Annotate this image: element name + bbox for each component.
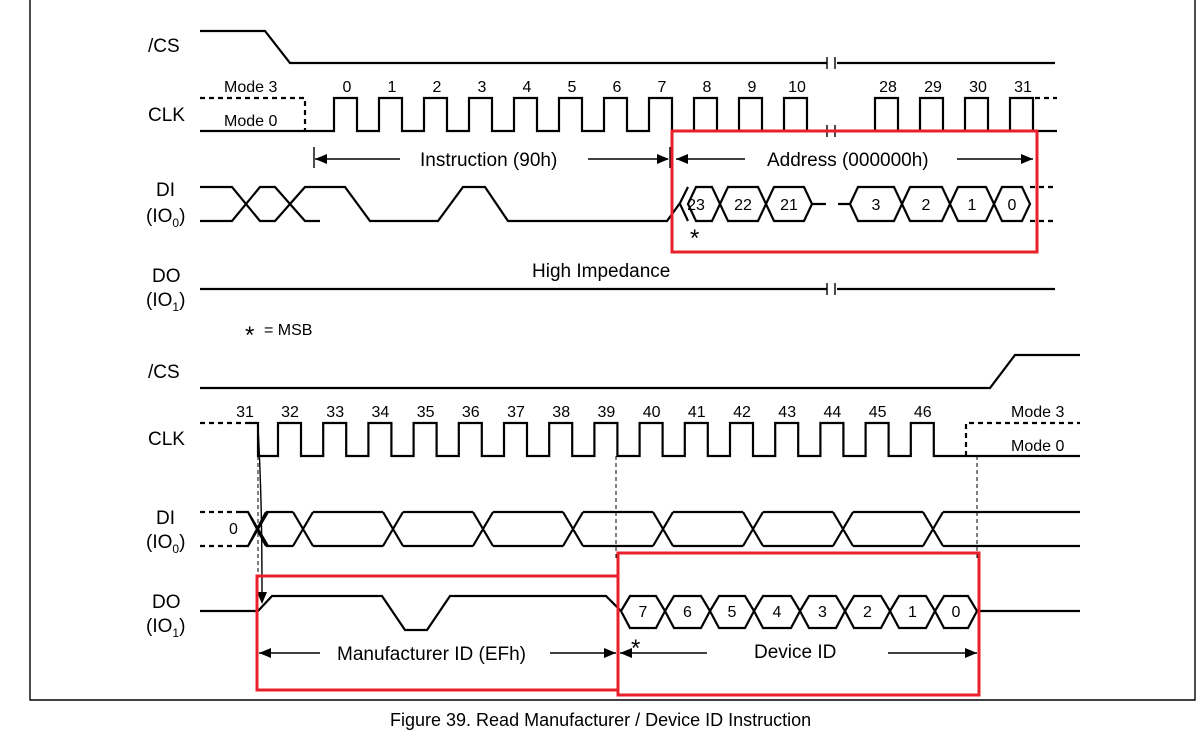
device-id-bit: 1	[908, 604, 917, 621]
top-clock-number: 2	[433, 79, 442, 96]
top-clock-number: 29	[924, 79, 942, 96]
bottom-cs-waveform	[200, 353, 1080, 390]
top-clock-number: 10	[788, 79, 806, 96]
top-clock-number: 1	[388, 79, 397, 96]
address-bit: 3	[872, 197, 881, 214]
top-clock-number: 30	[969, 79, 987, 96]
bottom-clock-number: 31	[236, 404, 254, 421]
bottom-diagram: /CS CLK DI (IO0) DO (IO1) Mode 3 Mode 0 …	[146, 353, 1080, 697]
top-msb-star: *	[690, 225, 699, 252]
bottom-do-mfr-waveform	[200, 594, 622, 632]
bottom-di-sub-label: (IO0)	[146, 532, 185, 556]
top-mode0-label: Mode 0	[224, 113, 277, 130]
top-do-sub-label: (IO1)	[146, 290, 185, 314]
top-clock-number: 5	[568, 79, 577, 96]
top-di-waveform	[200, 185, 689, 223]
top-diagram: /CS CLK DI (IO0) DO (IO1) Mode 3 Mode 0 …	[146, 29, 1057, 349]
top-do-label: DO	[152, 266, 181, 287]
figure-caption: Figure 39. Read Manufacturer / Device ID…	[390, 710, 811, 730]
top-clock-number: 3	[478, 79, 487, 96]
bottom-clock-number: 41	[688, 404, 706, 421]
bottom-di-label: DI	[156, 508, 175, 529]
bottom-clk-label: CLK	[148, 429, 185, 450]
bottom-di-waveform	[238, 510, 1080, 548]
bottom-clock-number: 34	[372, 404, 390, 421]
bottom-clock-number: 40	[643, 404, 661, 421]
bottom-clock-number: 44	[824, 404, 842, 421]
manufacturer-id-highlight-box	[255, 574, 620, 692]
device-id-bit: 7	[639, 604, 648, 621]
bottom-clock-number: 38	[552, 404, 570, 421]
bottom-clock-number: 36	[462, 404, 480, 421]
legend-star: *	[245, 322, 254, 349]
device-id-bits: 7 6 5 4 3 2 1 0	[639, 604, 961, 621]
device-id-bit: 2	[863, 604, 872, 621]
top-clock-number: 7	[658, 79, 667, 96]
device-id-highlight-box	[616, 551, 981, 697]
top-cs-label: /CS	[148, 36, 180, 57]
bottom-do-sub-label: (IO1)	[146, 616, 185, 640]
bottom-do-label: DO	[152, 592, 181, 613]
bottom-clock-number: 39	[598, 404, 616, 421]
address-bit: 0	[1008, 197, 1017, 214]
bottom-clock-number: 32	[281, 404, 299, 421]
address-highlight-box	[670, 129, 1039, 254]
legend-msb-text: = MSB	[264, 322, 312, 339]
top-clock-number: 8	[703, 79, 712, 96]
top-clock-number: 4	[523, 79, 532, 96]
top-clock-number: 0	[343, 79, 352, 96]
address-bit-cells	[679, 185, 1032, 223]
high-impedance-label: High Impedance	[532, 261, 670, 282]
bottom-clock-number: 42	[733, 404, 751, 421]
device-id-bit: 5	[728, 604, 737, 621]
bottom-clock-number: 33	[326, 404, 344, 421]
device-id-bit: 3	[818, 604, 827, 621]
top-clock-number: 9	[748, 79, 757, 96]
top-clock-number: 6	[613, 79, 622, 96]
bottom-clock-number: 35	[417, 404, 435, 421]
top-clock-number: 28	[879, 79, 897, 96]
top-clock-numbers: 0 1 2 3 4 5 6 7 8 9 10 28 29 30 31	[343, 79, 1032, 96]
bottom-mode3-label: Mode 3	[1011, 404, 1064, 421]
top-di-sub-label: (IO0)	[146, 206, 185, 230]
device-id-bit: 0	[952, 604, 961, 621]
bottom-mode0-label: Mode 0	[1011, 438, 1064, 455]
bottom-msb-star: *	[631, 635, 640, 662]
device-id-label: Device ID	[754, 642, 836, 663]
top-mode3-label: Mode 3	[224, 79, 277, 96]
address-bit: 21	[780, 197, 798, 214]
top-clock-number: 31	[1014, 79, 1032, 96]
address-bit: 1	[968, 197, 977, 214]
top-cs-waveform	[200, 29, 1055, 65]
instruction-label: Instruction (90h)	[420, 150, 557, 171]
bottom-clock-numbers: 31 32 33 34 35 36 37 38 39 40 41 42 43 44 45 46	[236, 404, 932, 421]
device-id-bit-cells	[619, 594, 979, 630]
bottom-clock-number: 37	[507, 404, 525, 421]
manufacturer-id-label: Manufacturer ID (EFh)	[337, 644, 526, 665]
device-id-bit: 6	[683, 604, 692, 621]
bottom-clk-waveform	[248, 421, 966, 458]
bottom-clock-number: 45	[869, 404, 887, 421]
address-bit: 23	[687, 197, 705, 214]
bottom-clock-number: 43	[778, 404, 796, 421]
bottom-cs-label: /CS	[148, 362, 180, 383]
address-bit: 22	[734, 197, 752, 214]
top-clk-waveform	[200, 96, 1057, 133]
address-bit: 2	[922, 197, 931, 214]
instruction-arrow	[313, 147, 671, 168]
bottom-clock-number: 46	[914, 404, 932, 421]
top-clk-label: CLK	[148, 105, 185, 126]
device-id-bit: 4	[773, 604, 782, 621]
bottom-di-value: 0	[229, 521, 238, 538]
figure-frame	[29, 0, 1196, 701]
address-label: Address (000000h)	[767, 150, 929, 171]
top-di-label: DI	[156, 180, 175, 201]
